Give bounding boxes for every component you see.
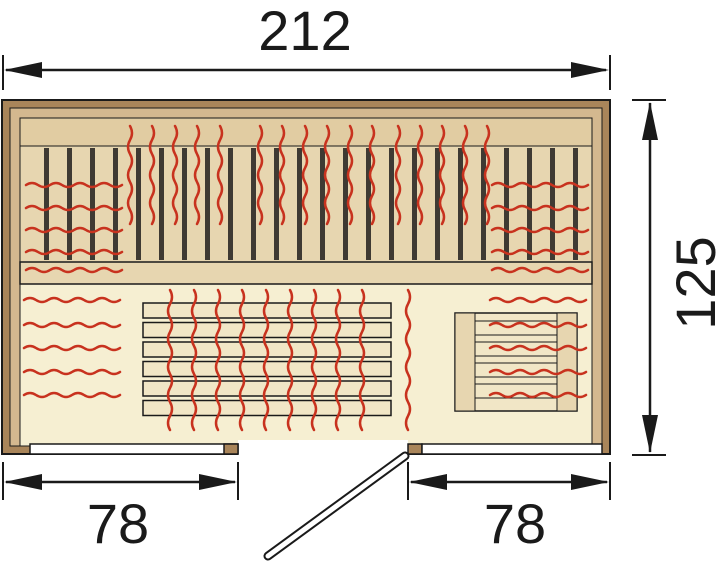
bench-slat-gap <box>297 148 302 260</box>
heat-wave <box>193 124 201 226</box>
left-segment-dimension: 78 <box>2 462 239 555</box>
heat-wave <box>126 124 134 226</box>
heat-wave <box>488 368 588 376</box>
right-wall-stub <box>421 443 603 455</box>
right-segment-dimension: 78 <box>407 462 611 555</box>
bench-slat-gap <box>550 148 555 260</box>
bench-slat-gap <box>343 148 348 260</box>
heat-wave <box>286 288 294 432</box>
heat-wave <box>488 321 588 329</box>
bench-slat-gap <box>527 148 532 260</box>
heat-wave <box>438 124 446 226</box>
heat-wave <box>262 288 270 432</box>
heat-wave <box>488 296 588 304</box>
right-door-jamb <box>407 443 423 455</box>
heat-wave <box>22 296 122 304</box>
depth-label: 125 <box>664 236 720 329</box>
heat-wave <box>368 124 376 226</box>
heat-wave <box>488 391 588 399</box>
heat-wave <box>22 321 122 329</box>
heat-radiation-waves <box>22 124 590 432</box>
heat-wave <box>358 288 366 432</box>
depth-dimension: 125 <box>632 99 720 456</box>
bench-slat-gap <box>113 148 118 260</box>
bench-slat-gap <box>90 148 95 260</box>
heat-wave <box>301 124 309 226</box>
heat-wave <box>490 248 590 256</box>
heat-wave <box>461 124 469 226</box>
sauna-cabin <box>1 99 611 561</box>
left-door-jamb <box>223 443 239 455</box>
heat-wave <box>24 266 124 274</box>
upper-bench-slats <box>44 148 578 260</box>
total-width-label: 212 <box>258 0 351 62</box>
heat-wave <box>22 368 122 376</box>
heat-wave <box>310 288 318 432</box>
upper-bench <box>19 117 593 285</box>
bench-slat-gap <box>573 148 578 260</box>
heat-wave <box>334 288 342 432</box>
bench-slat-gap <box>205 148 210 260</box>
bench-slat-gap <box>67 148 72 260</box>
heat-wave <box>490 181 590 189</box>
heat-wave <box>216 124 224 226</box>
bench-slat-gap <box>412 148 417 260</box>
heat-wave <box>214 288 222 432</box>
heat-wave <box>404 288 412 432</box>
heat-wave <box>323 124 331 226</box>
side-stool-right-rail <box>556 312 578 412</box>
bench-slat-gap <box>159 148 164 260</box>
heat-wave <box>278 124 286 226</box>
total-width-dimension: 212 <box>2 0 611 90</box>
door-gap <box>238 440 408 460</box>
heat-wave <box>24 181 124 189</box>
heat-wave <box>148 124 156 226</box>
heat-wave <box>166 288 174 432</box>
heat-wave <box>238 288 246 432</box>
bench-slat-gap <box>274 148 279 260</box>
heat-wave <box>394 124 402 226</box>
bench-slat-gap <box>389 148 394 260</box>
side-stool-left-rail <box>454 312 476 412</box>
left-wall-stub <box>29 443 239 455</box>
bench-slat-gap <box>251 148 256 260</box>
upper-bench-front-board <box>19 261 593 285</box>
heat-wave <box>22 344 122 352</box>
bench-slat-gap <box>504 148 509 260</box>
heat-wave <box>22 391 122 399</box>
heat-wave <box>190 288 198 432</box>
heat-wave <box>24 226 124 234</box>
bench-slat-gap <box>435 148 440 260</box>
side-stool-slat <box>474 341 558 357</box>
bench-slat-gap <box>44 148 49 260</box>
heat-wave <box>490 266 590 274</box>
door-opening <box>29 440 603 561</box>
glass-door-leaf <box>263 451 410 561</box>
right-segment-label: 78 <box>484 492 546 555</box>
bench-slat-gap <box>228 148 233 260</box>
heat-wave <box>416 124 424 226</box>
lower-bench-slat <box>142 302 392 319</box>
heat-wave <box>346 124 354 226</box>
heat-wave <box>171 124 179 226</box>
heat-wave <box>24 204 124 212</box>
bench-slat-gap <box>182 148 187 260</box>
left-segment-label: 78 <box>87 492 149 555</box>
bench-slat-gap <box>320 148 325 260</box>
heat-wave <box>488 344 588 352</box>
heat-wave <box>483 124 491 226</box>
bench-slat-gap <box>136 148 141 260</box>
heat-wave <box>490 226 590 234</box>
bench-slat-gap <box>366 148 371 260</box>
side-stool-slat <box>474 383 558 399</box>
bench-slat-gap <box>458 148 463 260</box>
heat-wave <box>24 248 124 256</box>
heat-wave <box>256 124 264 226</box>
heat-wave <box>490 204 590 212</box>
bench-slat-gap <box>481 148 486 260</box>
